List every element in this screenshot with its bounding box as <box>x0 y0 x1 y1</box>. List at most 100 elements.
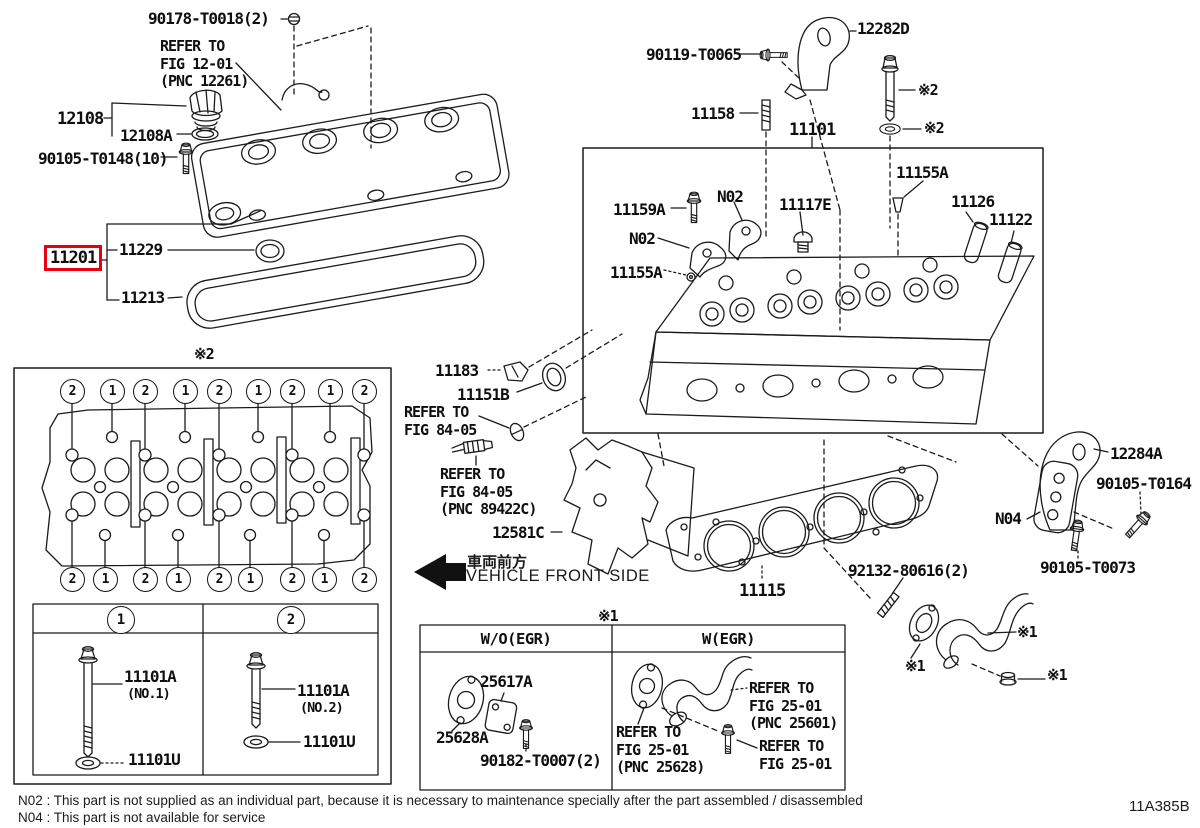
part-label-11117e[interactable]: 11117E <box>779 195 832 214</box>
torque-seq-marker: 2 <box>280 567 305 592</box>
leader-25628a <box>451 722 461 732</box>
footnote-n04: N04 : This part is not available for ser… <box>18 810 266 825</box>
part-label-90105-t0148[interactable]: 90105-T0148(10) <box>38 149 168 168</box>
egr-header-wo: W/O(EGR) <box>480 630 552 648</box>
head-assembly-border <box>582 147 1044 434</box>
part-label-12282d[interactable]: 12282D <box>857 19 910 38</box>
torque-seq-marker: 2 <box>133 567 158 592</box>
part-label-90119[interactable]: 90119-T0065 <box>646 45 742 64</box>
part-label-11155a-left[interactable]: 11155A <box>610 263 663 282</box>
washer-star2-drawing <box>879 123 922 229</box>
part-label-11101u-no2[interactable]: 11101U <box>303 732 356 751</box>
bolt-90105-t0073-icon <box>1066 518 1086 559</box>
bolt-90105-t0148-icon <box>160 142 194 175</box>
part-label-12108[interactable]: 12108 <box>57 109 104 129</box>
refer-fig12-note: REFER TO FIG 12-01 (PNC 12261) <box>160 37 249 91</box>
torque-seq-marker: 2 <box>60 379 85 404</box>
torque-seq-marker: 1 <box>246 379 271 404</box>
egr-hose-drawing <box>661 656 753 727</box>
part-label-90105-t0073[interactable]: 90105-T0073 <box>1040 558 1136 577</box>
part-label-25628a[interactable]: 25628A <box>436 728 489 747</box>
leader-25617a <box>500 692 505 702</box>
part-label-11122[interactable]: 11122 <box>989 210 1033 229</box>
part-label-11151b[interactable]: 11151B <box>457 385 510 404</box>
part-label-90178[interactable]: 90178-T0018(2) <box>148 9 270 28</box>
assembly-dashes-top <box>293 25 372 149</box>
part-label-11183[interactable]: 11183 <box>435 361 479 380</box>
leader-refer12 <box>235 62 282 111</box>
bracket-12284a-drawing <box>1039 431 1109 531</box>
torque-seq-marker: 2 <box>207 379 232 404</box>
cylinder-head-drawing <box>639 255 1035 425</box>
valve-guide-11122-drawing <box>997 230 1023 284</box>
egr-header-w: W(EGR) <box>702 630 756 648</box>
part-label-90105-t0164[interactable]: 90105-T0164 <box>1096 474 1192 493</box>
leader-wegr-gasket <box>637 707 645 725</box>
oil-filler-cap-drawing <box>189 89 223 141</box>
bracket-12581c-drawing <box>550 437 695 575</box>
bracket-12282d-drawing <box>784 16 857 100</box>
part-label-12284a[interactable]: 12284A <box>1110 444 1163 463</box>
refer-25601-note: REFER TO FIG 25-01 (PNC 25601) <box>749 679 838 733</box>
part-label-11126[interactable]: 11126 <box>951 192 995 211</box>
bolt-90119-icon <box>736 48 802 81</box>
part-label-11101a-no1[interactable]: 11101A <box>124 667 177 686</box>
torque-panel-border <box>13 367 392 785</box>
part-label-25617a[interactable]: 25617A <box>480 672 533 691</box>
bolt-wegr-icon <box>661 707 758 754</box>
part-label-12108a[interactable]: 12108A <box>120 126 173 145</box>
part-label-11201-selected[interactable]: 11201 <box>44 245 103 272</box>
part-label-12581c[interactable]: 12581C <box>492 523 545 542</box>
bolt-table-borders <box>32 603 379 776</box>
marker-star2-torque: ※2 <box>194 345 215 363</box>
pcv-port <box>318 89 330 101</box>
washer-no1-drawing <box>75 756 127 770</box>
head-bottom-view-drawing <box>41 405 373 567</box>
part-label-11158[interactable]: 11158 <box>691 104 735 123</box>
head-gasket-11115-drawing <box>665 464 939 581</box>
egr-table-borders <box>419 624 846 791</box>
part-label-n02-a: N02 <box>717 187 744 206</box>
marker-star2-bolt: ※2 <box>918 81 939 99</box>
sensor-11183-drawing <box>487 329 593 382</box>
part-label-11159a[interactable]: 11159A <box>613 200 666 219</box>
marker-star2-washer: ※2 <box>924 119 945 137</box>
part-label-11213[interactable]: 11213 <box>121 288 165 307</box>
footnote-n02: N02 : This part is not supplied as an in… <box>18 793 863 808</box>
part-label-11229[interactable]: 11229 <box>119 240 163 259</box>
assembly-dashes-lower <box>657 433 1039 599</box>
refer-2501-note: REFER TO FIG 25-01 <box>759 737 832 773</box>
torque-seq-marker: 1 <box>318 379 343 404</box>
part-note-no2: (NO.2) <box>300 700 344 716</box>
sensor-89422c-drawing <box>451 439 494 466</box>
pcv-hose-drawing <box>281 82 323 101</box>
part-label-11101a-no2[interactable]: 11101A <box>297 681 350 700</box>
part-label-n02-b: N02 <box>629 229 656 248</box>
gasket-wegr-drawing <box>630 663 664 709</box>
plate-n04-drawing <box>1026 460 1115 534</box>
cap-seal-11229-drawing <box>255 239 285 263</box>
part-label-11101u-no1[interactable]: 11101U <box>128 750 181 769</box>
torque-seq-marker: 1 <box>238 567 263 592</box>
cam-cap-n02-b <box>657 237 727 278</box>
part-label-92132[interactable]: 92132-80616(2) <box>848 561 970 580</box>
part-label-11115[interactable]: 11115 <box>739 581 786 601</box>
stud-11158-drawing <box>739 99 771 239</box>
bolt-table-col1-header: 1 <box>107 606 135 634</box>
front-side-label-jp: 車両前方 <box>467 553 528 571</box>
bolt-table-col2-header: 2 <box>277 606 305 634</box>
torque-seq-marker: 2 <box>133 379 158 404</box>
plate-25617a-drawing <box>484 698 518 735</box>
part-label-90182[interactable]: 90182-T0007(2) <box>480 751 602 770</box>
bolt-11159a-icon <box>670 191 702 224</box>
clip-fig8405-drawing <box>478 395 589 442</box>
stud-92132-drawing <box>876 577 904 618</box>
part-label-11101[interactable]: 11101 <box>789 120 836 140</box>
torque-seq-marker: 1 <box>93 567 118 592</box>
nut-star1-drawing <box>999 671 1046 686</box>
washer-no2-drawing <box>243 735 301 749</box>
head-bolt-no1-drawing <box>78 646 123 758</box>
part-label-11155a-top[interactable]: 11155A <box>896 163 949 182</box>
torque-seq-marker: 2 <box>207 567 232 592</box>
